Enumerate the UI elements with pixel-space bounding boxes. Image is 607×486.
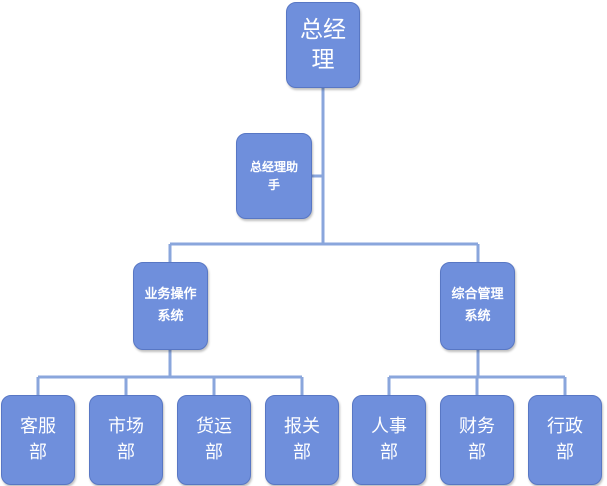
node-general-manager-assistant: 总经理助手: [236, 133, 312, 219]
node-dept-6-label: 财务部: [459, 416, 495, 463]
node-dept-3-label: 货运部: [196, 416, 232, 463]
node-system-1-label: 业务操作系统: [144, 287, 197, 324]
node-dept-7-label: 行政部: [547, 416, 583, 463]
node-dept-2-label: 市场部: [108, 416, 144, 463]
node-dept-hr: 人事部: [352, 395, 426, 485]
node-dept-freight: 货运部: [177, 395, 251, 485]
node-dept-customs: 报关部: [265, 395, 339, 485]
node-business-operations-system: 业务操作系统: [133, 262, 208, 350]
node-general-manager-label: 总经理: [300, 17, 346, 73]
node-assistant-label: 总经理助手: [249, 160, 298, 192]
node-dept-administration: 行政部: [528, 395, 602, 485]
node-dept-finance: 财务部: [440, 395, 514, 485]
node-system-2-label: 综合管理系统: [451, 287, 504, 324]
node-dept-1-label: 客服部: [20, 416, 56, 463]
node-general-manager: 总经理: [286, 2, 360, 88]
node-general-management-system: 综合管理系统: [440, 262, 515, 350]
node-dept-5-label: 人事部: [371, 416, 407, 463]
node-dept-customer-service: 客服部: [1, 395, 75, 485]
node-dept-marketing: 市场部: [89, 395, 163, 485]
node-dept-4-label: 报关部: [284, 416, 320, 463]
